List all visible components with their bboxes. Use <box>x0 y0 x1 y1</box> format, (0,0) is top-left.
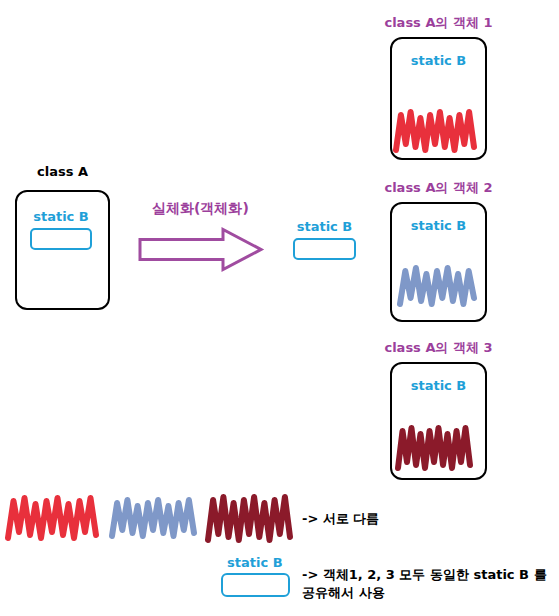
scribble <box>396 112 474 150</box>
block-arrow <box>140 230 261 270</box>
object-heading: class A의 객체 3 <box>384 339 492 357</box>
static-field-box: static B <box>293 238 356 260</box>
scribble <box>208 497 290 540</box>
scribble <box>400 268 474 304</box>
field-label: static B <box>411 378 467 393</box>
field-label: static B <box>297 219 353 234</box>
scribbles <box>8 112 474 540</box>
field-label: static B <box>33 209 89 224</box>
object-box: class A의 객체 1static B <box>390 37 487 160</box>
scribble <box>8 498 96 538</box>
field-label: static B <box>411 218 467 233</box>
legend-text: -> 객체1, 2, 3 모두 동일한 static B 를 공유해서 사용 <box>302 566 547 602</box>
object-box: class A의 객체 3static B <box>390 362 487 480</box>
object-heading: class A의 객체 2 <box>384 179 492 197</box>
class-box: class Astatic B <box>15 190 110 310</box>
static-field-box: static B <box>30 228 92 250</box>
field-label: static B <box>411 53 467 68</box>
legend-text: -> 서로 다름 <box>302 510 542 528</box>
class-heading: class A <box>37 164 88 179</box>
legend-static-sample <box>222 574 289 596</box>
object-box: class A의 객체 2static B <box>390 202 487 322</box>
arrow-label: 실체화(객체화) <box>152 200 249 218</box>
object-heading: class A의 객체 1 <box>384 14 492 32</box>
scribble <box>398 428 470 468</box>
legend-sample-label: static B <box>227 555 283 570</box>
scribble <box>112 500 194 536</box>
